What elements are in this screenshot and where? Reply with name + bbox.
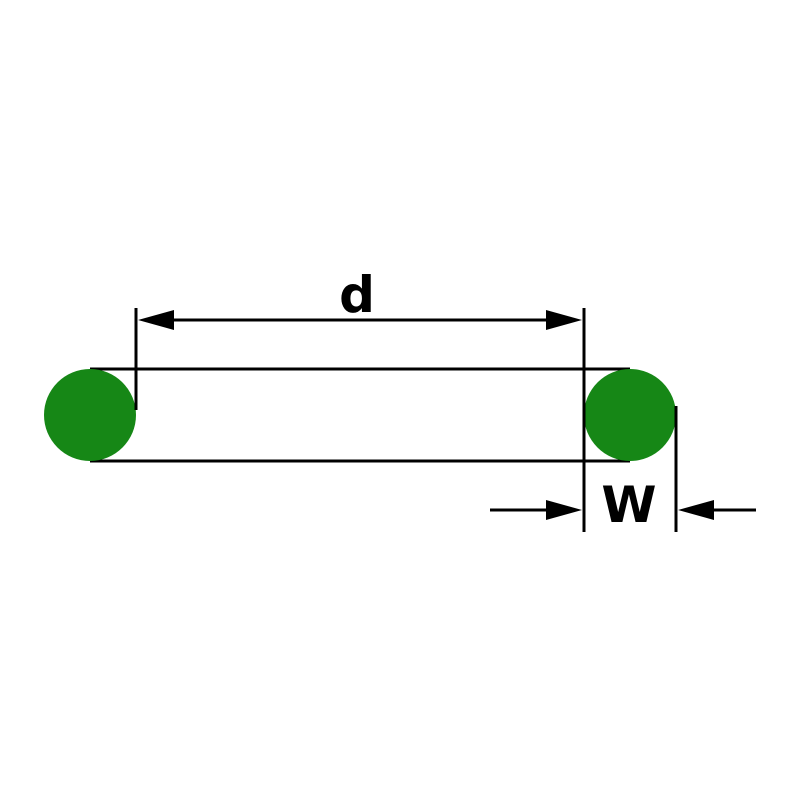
w-arrowhead-left-icon bbox=[546, 500, 582, 520]
ring-cross-section-left bbox=[44, 369, 136, 461]
d-dimension: d bbox=[138, 266, 582, 330]
d-arrowhead-right-icon bbox=[546, 310, 582, 330]
extension-lines bbox=[134, 308, 678, 532]
w-arrowhead-right-icon bbox=[678, 500, 714, 520]
d-arrowhead-left-icon bbox=[138, 310, 174, 330]
w-dimension: W bbox=[490, 476, 756, 534]
d-dimension-label: d bbox=[339, 266, 375, 324]
ring-cross-section-right bbox=[584, 369, 676, 461]
o-ring-body bbox=[90, 367, 630, 463]
w-dimension-label: W bbox=[601, 476, 656, 534]
